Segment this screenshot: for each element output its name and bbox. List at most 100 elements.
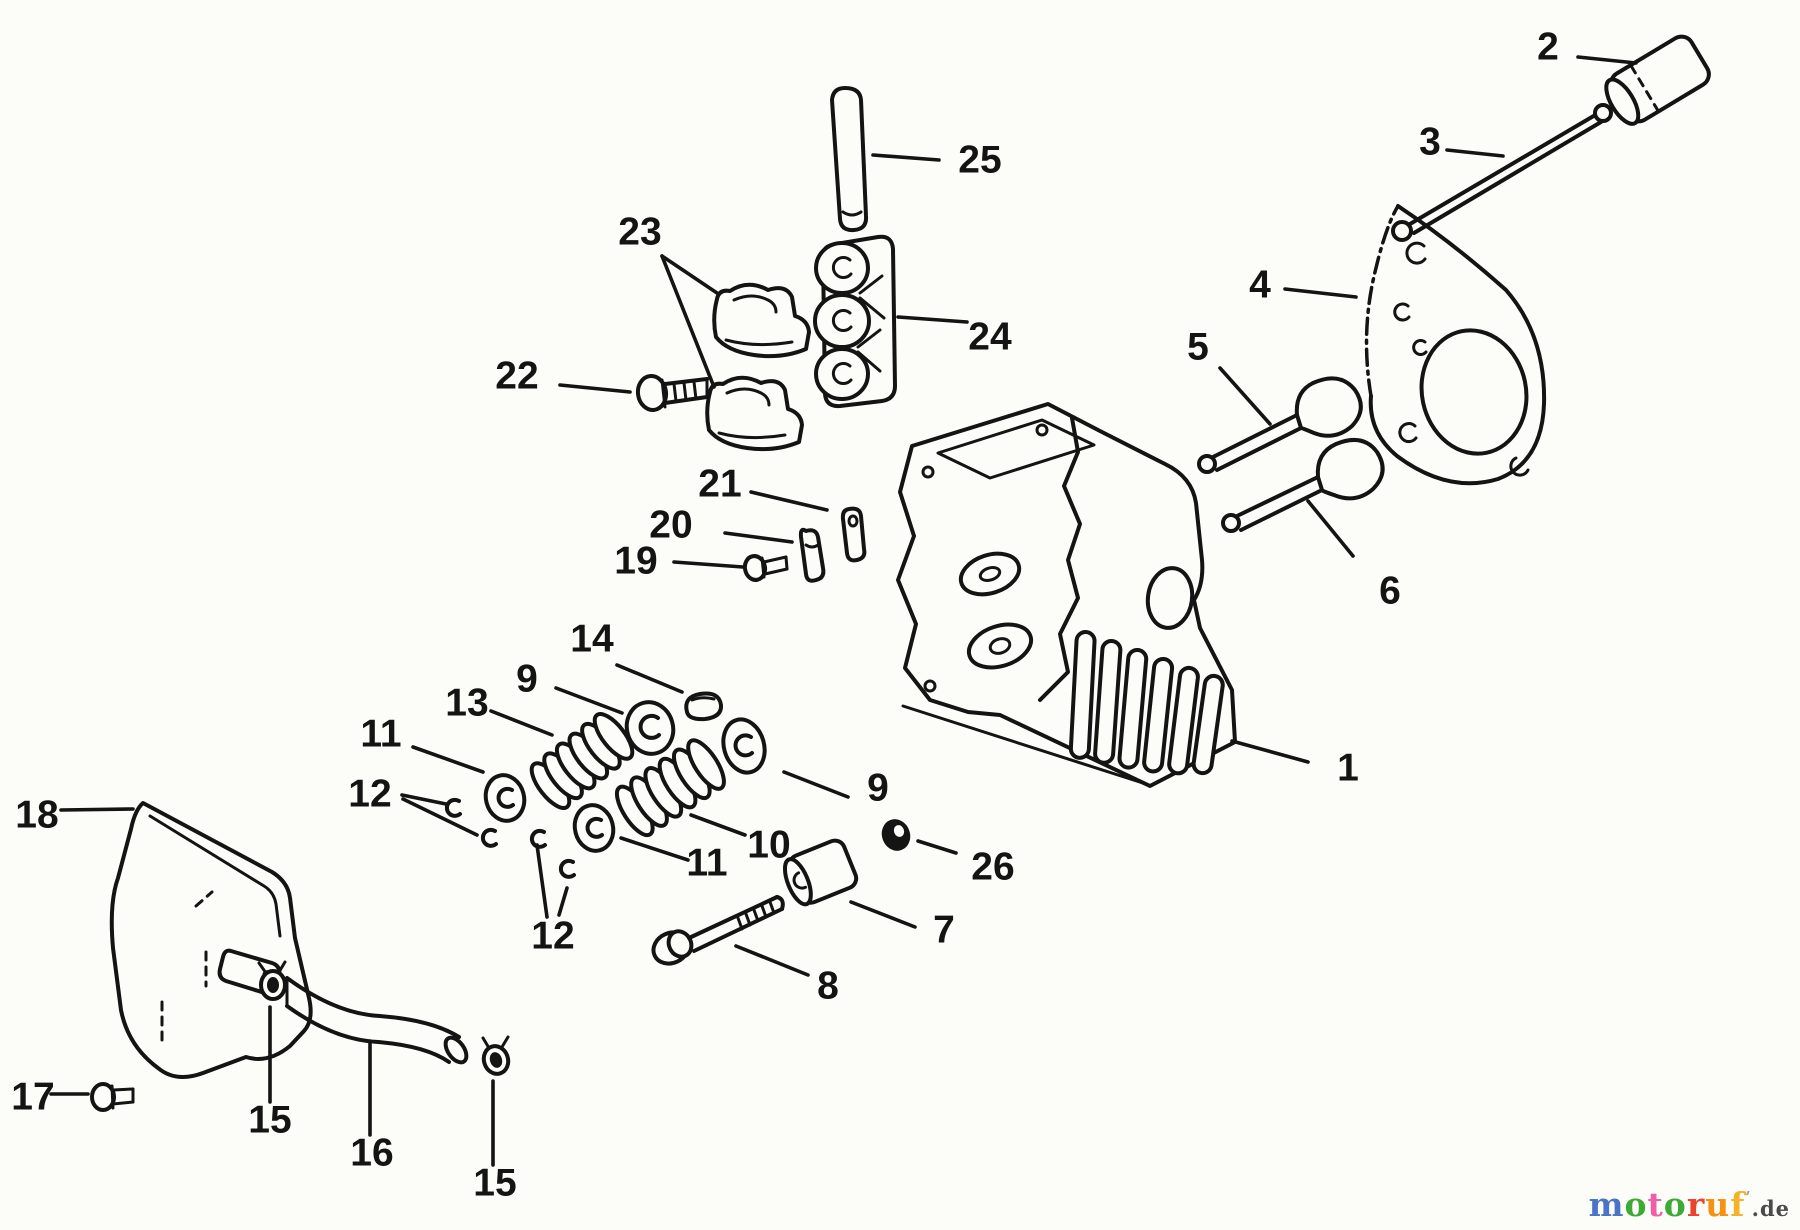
rocker-box-rim: [936, 418, 1096, 480]
pivot-lobe: [813, 293, 871, 349]
clamp-prong: [500, 1035, 510, 1049]
valve-stem: [1235, 475, 1320, 518]
clamp-core: [267, 977, 279, 993]
watermark-letter: m: [1588, 1185, 1625, 1224]
part-number-15: 15: [248, 1099, 291, 1142]
part-number-10: 10: [747, 824, 790, 867]
guide-plate-small-drawing: [798, 527, 826, 583]
part-number-11: 11: [686, 842, 727, 885]
leader-line-8: [734, 944, 810, 977]
clamp-core: [489, 1052, 503, 1068]
bolt-threads: [736, 900, 776, 931]
leader-line-2: [1576, 55, 1638, 65]
valve-head: [1294, 376, 1363, 438]
leader-line-12: [557, 886, 569, 917]
cover-body: [109, 801, 313, 1079]
watermark-letter: f: [1730, 1185, 1746, 1224]
washer-hole: [733, 733, 754, 758]
guide-plate-notch: [804, 543, 820, 549]
gasket-hole: [1412, 339, 1428, 356]
spring-seat-washer-right-drawing: [721, 717, 767, 775]
bolt-shank: [692, 907, 784, 953]
adjuster-screw-drawing: [742, 554, 789, 582]
gasket-outline: [1368, 204, 1547, 486]
cooling-fin: [1167, 665, 1200, 776]
valve-cap-drawing: [684, 691, 724, 722]
valve-stem-tip: [1197, 454, 1217, 474]
spacer-open-end: [782, 857, 813, 907]
leader-line-23: [660, 254, 719, 295]
valve-stem: [1239, 488, 1324, 532]
exhaust-port-hole: [1145, 566, 1195, 630]
keeper: [480, 827, 498, 848]
hose-edge: [285, 976, 461, 1039]
part-number-13: 13: [445, 682, 488, 725]
hose-clamp-left-drawing: [257, 960, 287, 1001]
leader-line-10: [689, 813, 747, 837]
retainer-body: [483, 773, 527, 823]
intake-valve-drawing: [1197, 376, 1363, 474]
leader-line-6: [1306, 499, 1355, 558]
part-number-9: 9: [516, 658, 538, 701]
spring-retainer-right-drawing: [572, 803, 616, 853]
cooling-fin: [1142, 656, 1175, 774]
cooling-fin: [1117, 647, 1149, 770]
part-number-4: 4: [1249, 264, 1271, 307]
hose-edge: [285, 1004, 451, 1064]
leader-line-12: [401, 797, 479, 837]
valve-head: [1315, 437, 1385, 501]
head-bolt-hole: [923, 679, 937, 693]
part-number-1: 1: [1337, 747, 1359, 790]
part-number-2: 2: [1537, 26, 1559, 69]
part-number-8: 8: [817, 965, 839, 1008]
rocker-arm-detail: [717, 431, 787, 440]
gasket-hole: [1509, 456, 1530, 477]
clamp-prong: [277, 960, 287, 974]
clamp-prong: [257, 961, 268, 975]
rod-tip-ball: [1593, 103, 1613, 123]
leader-line-19: [672, 560, 745, 569]
part-number-19: 19: [614, 540, 657, 583]
leader-line-9: [782, 770, 850, 799]
rocker-arm-detail: [732, 294, 778, 314]
retainer-body: [572, 803, 616, 853]
rod-edge: [1412, 120, 1603, 235]
pivot-block-mark: [858, 274, 884, 295]
guide-plate-hole: [847, 514, 859, 528]
leader-line-25: [871, 153, 941, 162]
keeper: [529, 828, 547, 849]
valve-spring-left-drawing: [529, 712, 635, 810]
valve-spring-right-drawing: [614, 738, 726, 838]
leader-line-12: [400, 793, 448, 806]
retainer-hole: [496, 786, 515, 809]
bolt-shank: [111, 1100, 135, 1106]
valve-seal-drawing: [881, 819, 911, 851]
leader-line-7: [849, 900, 917, 929]
cylinder-head-drawing: [896, 402, 1237, 788]
gasket-hole: [1405, 241, 1427, 265]
cooling-fin: [1093, 638, 1123, 765]
bolt-tip: [775, 895, 785, 911]
leader-line-3: [1445, 148, 1505, 158]
pivot-lobe: [814, 241, 870, 295]
leader-line-12: [535, 843, 549, 919]
hose-open-end: [443, 1035, 469, 1065]
screw-tip: [784, 555, 789, 571]
leader-line-26: [916, 839, 958, 855]
spring-coil: [686, 738, 726, 791]
gasket-hole: [1398, 422, 1418, 443]
clamp-prong: [481, 1036, 491, 1050]
part-number-25: 25: [958, 139, 1001, 182]
gasket-fold-edge: [1364, 204, 1400, 398]
valve-stem: [1215, 426, 1303, 472]
rocker-arm-upper-drawing: [712, 282, 811, 359]
cover-top-edge: [148, 814, 282, 938]
bolt-shank: [687, 895, 779, 940]
push-rod-drawing: [830, 86, 869, 233]
leader-line-4: [1283, 287, 1358, 299]
watermark-suffix: .de: [1751, 1196, 1790, 1221]
watermark-letter: o: [1663, 1185, 1687, 1224]
leader-line-21: [749, 490, 829, 512]
valve-stem-tip: [1221, 513, 1241, 533]
